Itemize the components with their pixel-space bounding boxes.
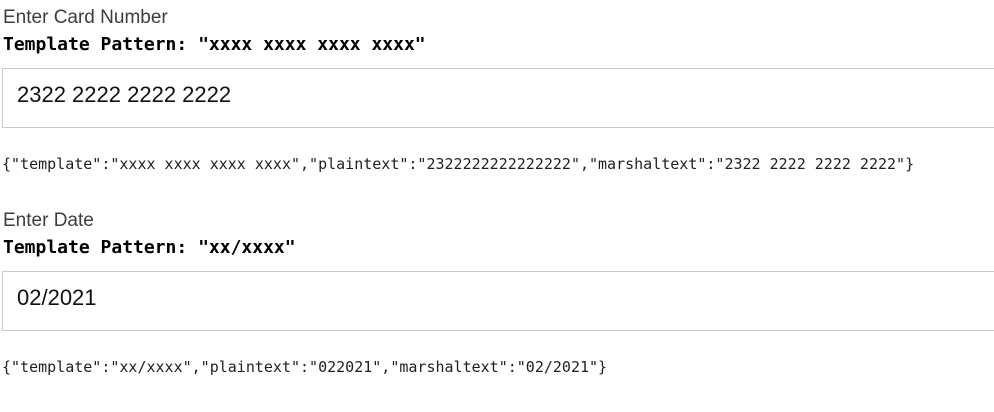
card-section-title: Enter Card Number: [3, 7, 168, 28]
date-section-title: Enter Date: [3, 210, 94, 231]
card-json-output: {"template":"xxxx xxxx xxxx xxxx","plain…: [2, 155, 915, 173]
date-input[interactable]: [2, 271, 994, 331]
card-number-input[interactable]: [2, 68, 994, 128]
card-number-section: Enter Card Number Template Pattern: "xxx…: [2, 5, 994, 174]
card-template-pattern-label: Template Pattern: "xxxx xxxx xxxx xxxx": [3, 34, 426, 55]
date-json-output: {"template":"xx/xxxx","plaintext":"02202…: [2, 358, 608, 376]
date-section: Enter Date Template Pattern: "xx/xxxx" {…: [2, 208, 994, 377]
date-template-pattern-label: Template Pattern: "xx/xxxx": [3, 237, 296, 258]
